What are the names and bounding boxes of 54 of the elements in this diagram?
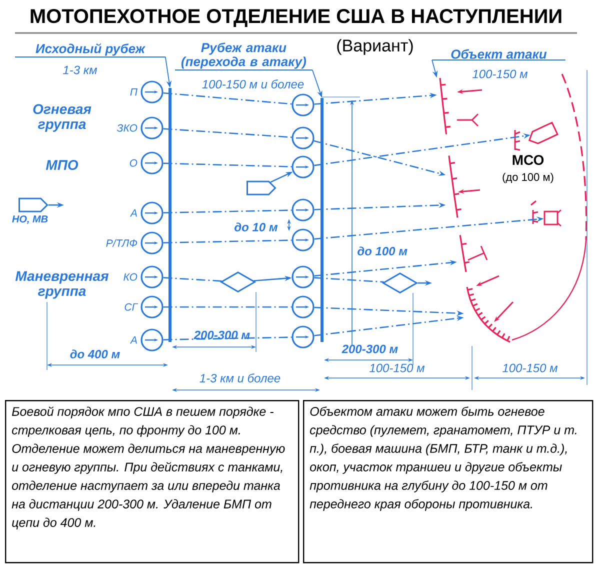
trench-drawing <box>439 77 452 136</box>
group-label: Огневая группа <box>33 104 92 132</box>
soldier-symbol <box>292 266 314 288</box>
line-heading: Исходный рубеж <box>14 43 166 58</box>
dimension-label: до 10 м <box>234 222 278 232</box>
soldier-symbol <box>292 296 314 318</box>
role-label: НО, МВ <box>12 215 48 224</box>
trench-drawing <box>466 286 511 343</box>
line-heading: Объект атаки <box>432 49 566 60</box>
role-label: КО <box>124 273 138 281</box>
path-line <box>163 277 222 282</box>
role-label: СГ <box>124 303 138 311</box>
group-label: МПО <box>46 160 78 170</box>
path-line <box>163 240 292 244</box>
line-heading: Рубеж атаки (перехода в атаку) <box>174 42 313 70</box>
path-line <box>314 277 384 283</box>
dimension-label: 100-150 м и более <box>202 80 304 88</box>
vehicle-symbol <box>528 122 558 144</box>
soldier-symbol <box>292 126 314 150</box>
dimension-label: 1-3 км и более <box>200 374 280 382</box>
role-label: А <box>130 336 137 344</box>
trench-drawing <box>448 154 462 218</box>
soldier-symbol <box>292 156 314 178</box>
soldier-symbol <box>292 326 314 348</box>
soldier-symbol <box>292 198 314 222</box>
title: МОТОПЕХОТНОЕ ОТДЕЛЕНИЕ США В НАСТУПЛЕНИИ <box>30 9 562 27</box>
role-label: О <box>130 159 138 167</box>
path-line <box>163 92 292 105</box>
dimension-label: до 100 м <box>358 246 408 256</box>
text-box: Боевой порядок мпо США в пешем порядке - стрелковая цепь, по фронту до 100 м. Отделение может делиться на маневренную и огневую группы. При действиях с танками, отделение наступает за или впереди танка на дистанции 200-300 м. Удаление БМП от цепи до 400 м. <box>5 400 300 564</box>
group-label: Маневренная группа <box>15 271 109 299</box>
enemy-label: (до 100 м) <box>502 172 554 184</box>
dimension-label: до 400 м <box>70 350 120 358</box>
target-symbol <box>544 209 562 227</box>
dimension-label: 100-150 м <box>472 70 528 78</box>
vehicle-symbol <box>246 180 276 196</box>
dimension-label: 100-150 м <box>370 364 425 372</box>
role-label: П <box>130 88 138 96</box>
dimension-label: 100-150 м <box>502 364 558 372</box>
subtitle: (Вариант) <box>337 39 413 55</box>
soldier-symbol <box>292 228 314 252</box>
path-line <box>163 336 292 340</box>
path-line <box>163 128 292 138</box>
path-line <box>163 306 292 308</box>
path-line <box>163 162 292 168</box>
dimension-label: 200-300 м <box>342 344 398 354</box>
text-box: Объектом атаки может быть огневое средство (пулемет, гранатомет, ПТУР и т. п.), боевая машина (БМП, БТР, танк и т.д.), окоп, участок траншеи и другие объекты противника на глубину до 100-150 м от переднего края обороны противника. <box>303 400 594 564</box>
trench-drawing <box>459 234 470 273</box>
role-label: А <box>130 209 137 217</box>
role-label: Р/ТЛФ <box>106 239 138 247</box>
soldier-symbol <box>292 94 314 116</box>
enemy-label: МСО <box>512 155 544 165</box>
path-line <box>163 210 292 214</box>
role-label: ЗКО <box>116 124 138 132</box>
